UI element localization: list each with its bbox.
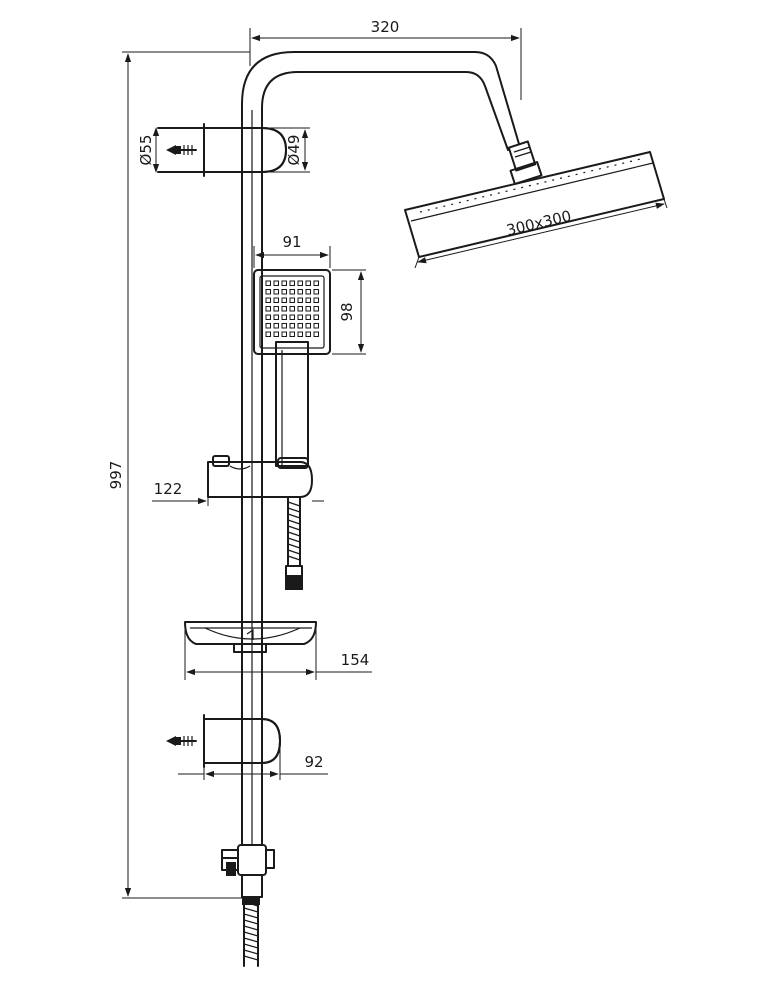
dimension-label-hand-shower-width: 91 [282, 233, 301, 251]
dimension-label-total-height: 997 [107, 461, 125, 490]
nozzle [273, 323, 279, 329]
nozzle [265, 280, 271, 286]
lower-wall-bracket [203, 714, 281, 768]
nozzle [297, 314, 303, 320]
dimension-hand-shower-height: 98 [332, 269, 366, 355]
wall-plug-icon [166, 145, 197, 155]
nozzle [313, 280, 319, 286]
nozzle [289, 331, 295, 337]
dimension-soap-dish-width: 154 [184, 626, 372, 680]
inlet-hose [242, 896, 260, 967]
head-shower-connector [507, 140, 543, 185]
nozzle [281, 306, 287, 312]
nozzle [297, 289, 303, 295]
nozzle [305, 306, 311, 312]
soap-dish [184, 621, 317, 653]
nozzle [313, 331, 319, 337]
dimension-wall-bracket-outer: Ø55 [137, 127, 160, 173]
nozzle [305, 314, 311, 320]
nozzle [281, 314, 287, 320]
nozzle [265, 289, 271, 295]
nozzle [297, 331, 303, 337]
slider-bracket [207, 455, 313, 498]
nozzle [273, 306, 279, 312]
nozzle [289, 323, 295, 329]
nozzle [265, 297, 271, 303]
nozzle [313, 314, 319, 320]
nozzle [273, 289, 279, 295]
nozzle [289, 289, 295, 295]
nozzle [273, 331, 279, 337]
nozzle [305, 331, 311, 337]
nozzle [289, 280, 295, 286]
riser-rail [241, 51, 520, 846]
hand-shower-hose [285, 496, 303, 590]
nozzle [265, 314, 271, 320]
nozzle [297, 297, 303, 303]
dimension-hand-shower-width: 91 [253, 233, 331, 268]
dimension-slider-offset: 122 [152, 480, 324, 506]
dimension-arm-reach: 320 [249, 18, 522, 100]
nozzle [297, 280, 303, 286]
nozzle [305, 323, 311, 329]
nozzle [313, 297, 319, 303]
nozzle [273, 297, 279, 303]
dimension-label-lower-bracket-depth: 92 [304, 753, 323, 771]
nozzle [289, 314, 295, 320]
nozzle [305, 297, 311, 303]
nozzle [289, 306, 295, 312]
diverter-valve [221, 844, 275, 898]
nozzle [281, 323, 287, 329]
nozzle [313, 289, 319, 295]
dimension-label-arm-reach: 320 [371, 18, 400, 36]
nozzle [289, 297, 295, 303]
dimension-head-shower-size: 300x300 [414, 198, 668, 269]
nozzle [281, 289, 287, 295]
nozzle [305, 289, 311, 295]
head-shower [404, 151, 665, 258]
dimension-label-head-shower-size: 300x300 [505, 207, 574, 240]
nozzle [265, 323, 271, 329]
dimension-wall-bracket-inner: Ø49 [264, 127, 310, 173]
wall-plug-icon [166, 736, 197, 746]
hand-shower [253, 269, 331, 467]
nozzle [281, 331, 287, 337]
nozzle [273, 314, 279, 320]
dimension-label-wall-bracket-inner: Ø49 [285, 135, 303, 166]
hand-shower-nozzles [265, 280, 319, 337]
nozzle [305, 280, 311, 286]
dimension-label-soap-dish-width: 154 [341, 651, 370, 669]
dimension-total-height: 997 [107, 51, 250, 899]
dimension-label-slider-offset: 122 [154, 480, 183, 498]
nozzle [313, 306, 319, 312]
nozzle [297, 323, 303, 329]
nozzle [297, 306, 303, 312]
nozzle [281, 297, 287, 303]
nozzle [313, 323, 319, 329]
dimension-label-hand-shower-height: 98 [338, 302, 356, 321]
nozzle [265, 306, 271, 312]
dimension-label-wall-bracket-outer: Ø55 [137, 135, 155, 166]
nozzle [273, 280, 279, 286]
nozzle [265, 331, 271, 337]
dimension-lower-bracket-depth: 92 [178, 745, 328, 780]
nozzle [281, 280, 287, 286]
